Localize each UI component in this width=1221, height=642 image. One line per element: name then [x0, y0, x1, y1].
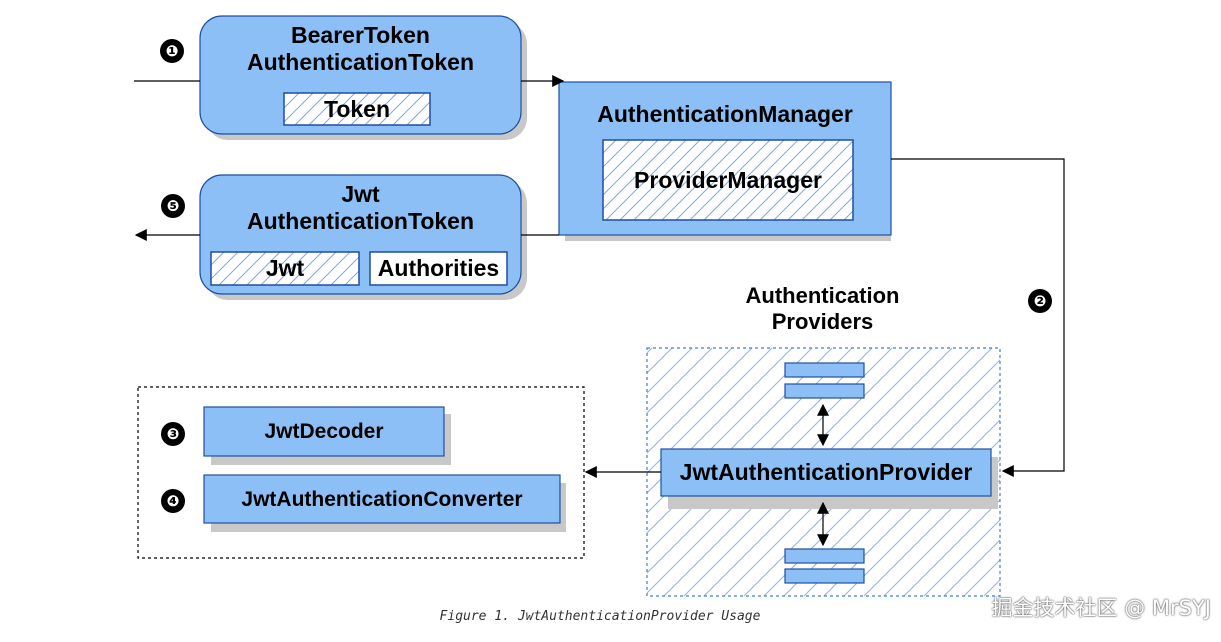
authentication-manager-box — [558, 81, 892, 241]
jwt-field-label: Jwt — [265, 255, 305, 281]
provider-bar — [784, 362, 865, 378]
manager-to-provider-arrow — [891, 158, 1065, 477]
connectors — [134, 75, 1065, 547]
figure-caption: Figure 1. JwtAuthenticationProvider Usag… — [439, 609, 761, 624]
authorities-field — [369, 251, 508, 286]
authentication-manager-title: AuthenticationManager — [597, 100, 853, 127]
bearer-token-title-line1: BearerToken — [291, 22, 430, 48]
provider-bar — [784, 383, 865, 399]
jwt-converter-label: JwtAuthenticationConverter — [241, 487, 523, 511]
provider-bar — [784, 568, 865, 584]
step-5-badge: ❺ — [161, 194, 185, 218]
authorities-field-label: Authorities — [377, 255, 500, 281]
provider-manager-label: ProviderManager — [634, 166, 822, 193]
bearer-token-title-line2: AuthenticationToken — [246, 49, 474, 75]
jwt-components-region — [137, 386, 585, 559]
bearer-token-box — [199, 15, 527, 140]
providers-title-line2: Providers — [771, 309, 874, 334]
token-field-label: Token — [323, 95, 391, 122]
step-3-badge: ❸ — [161, 422, 185, 446]
jwt-decoder-box — [203, 406, 445, 457]
step-1-badge: ❶ — [160, 39, 184, 63]
providers-title-line1: Authentication — [745, 283, 900, 308]
jwt-token-title: Jwt AuthenticationToken — [200, 181, 521, 235]
jwt-field — [210, 251, 360, 286]
authentication-providers-region — [646, 347, 1001, 597]
jwt-decoder-label: JwtDecoder — [264, 420, 384, 443]
bearer-token-title: BearerToken AuthenticationToken — [200, 22, 521, 76]
jwt-authentication-provider-label: JwtAuthenticationProvider — [679, 459, 973, 485]
token-field — [283, 92, 431, 126]
jwt-token-title-line2: AuthenticationToken — [246, 208, 474, 234]
watermark: 掘金技术社区 @ MrSYJ — [991, 596, 1211, 620]
step-4-badge: ❹ — [161, 489, 185, 513]
jwt-converter-box — [203, 474, 561, 524]
provider-bar — [784, 548, 865, 564]
authentication-providers-title: Authentication Providers — [700, 281, 945, 337]
jwt-authentication-provider-box — [660, 448, 992, 497]
jwt-token-title-line1: Jwt — [341, 181, 380, 207]
provider-manager-box — [602, 139, 854, 221]
step-2-badge: ❷ — [1028, 289, 1052, 313]
